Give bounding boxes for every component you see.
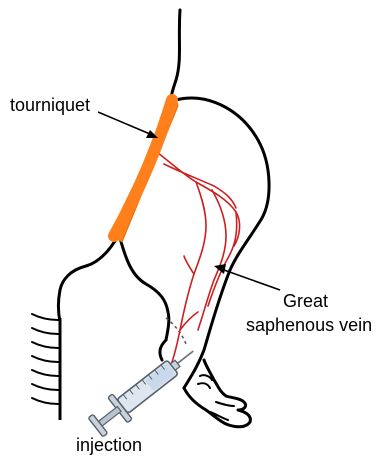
inner-thigh-outline (120, 238, 169, 340)
shin-outline-outer (184, 270, 230, 388)
wall-hatching (32, 314, 58, 404)
tourniquet-band (110, 98, 178, 242)
body-outline-top (171, 10, 180, 104)
tourniquet-label: tourniquet (10, 94, 90, 116)
vein-label-line2: saphenous vein (246, 314, 372, 336)
tourniquet-arrow (98, 112, 158, 138)
injection-label: injection (76, 434, 142, 456)
vein-label-line1: Great (283, 290, 328, 312)
calf-outline (160, 340, 166, 360)
hip-outline (59, 236, 119, 322)
ankle-mark (198, 375, 212, 388)
thigh-outline-upper (176, 98, 269, 270)
